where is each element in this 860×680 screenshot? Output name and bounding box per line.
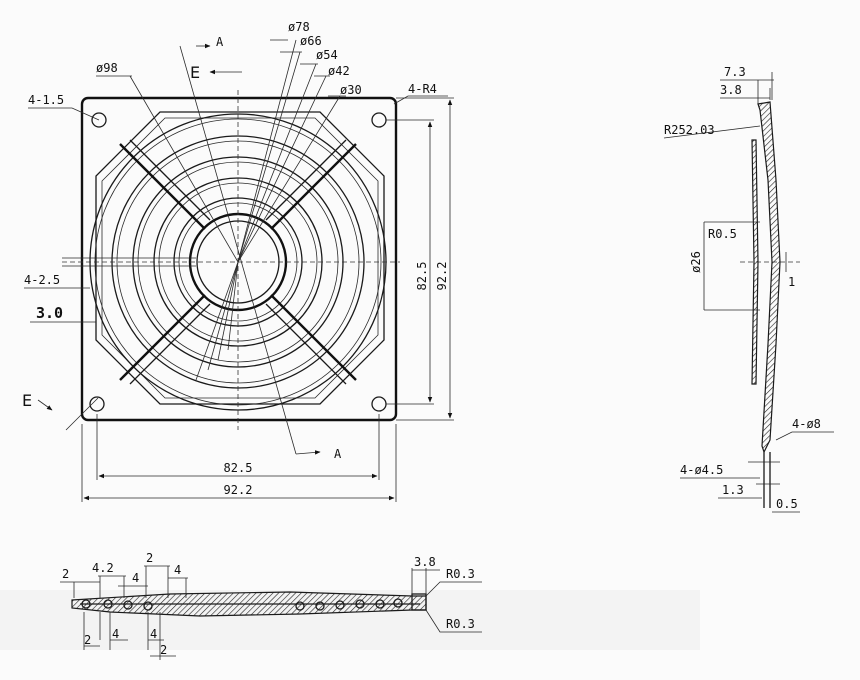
dim-hole-pitch-horizontal: 82.5 [224, 461, 253, 475]
section-a-top: A [216, 35, 224, 49]
sec-dim-4a: 4 [132, 571, 139, 585]
sec-dim-4d: 4 [150, 627, 157, 641]
diameter-leaders [96, 39, 346, 381]
dim-side-top-outer: 7.3 [724, 65, 746, 79]
hole-top-right [371, 112, 387, 128]
diameter-label-54: ø54 [316, 48, 338, 62]
frame-octagon [95, 111, 385, 405]
diameter-label-98: ø98 [96, 61, 118, 75]
sec-dim-4c: 4 [112, 627, 119, 641]
sec-radius-bottom: R0.3 [446, 617, 475, 631]
side-view: 7.3 3.8 R252.03 R0.5 ø26 1 4-ø8 4-ø4.5 1… [663, 65, 834, 513]
sec-dim-2c: 2 [84, 633, 91, 647]
sec-dim-38: 3.8 [414, 555, 436, 569]
diameter-label-30: ø30 [340, 83, 362, 97]
dim-overall-horizontal: 92.2 [224, 483, 253, 497]
side-dim-bottom-right: 0.5 [776, 497, 798, 511]
hole-top-left [91, 112, 107, 128]
side-dim-bottom-left: 1.3 [722, 483, 744, 497]
sec-dim-4b: 4 [174, 563, 181, 577]
rib-callout: 4-2.5 [24, 273, 60, 287]
dim-side-top-inner: 3.8 [720, 83, 742, 97]
section-a-bottom: A [334, 447, 342, 461]
hole-callout: 4-1.5 [28, 93, 64, 107]
side-hole-inner: 4-ø4.5 [680, 463, 723, 477]
mounting-holes [89, 112, 387, 412]
diameter-label-42: ø42 [328, 64, 350, 78]
sec-dim-2b: 2 [146, 551, 153, 565]
front-view: A A E E ø78 ø66 ø54 ø42 ø30 ø98 4-1.5 4-… [22, 20, 454, 502]
dim-hole-pitch-vertical: 82.5 [415, 262, 429, 291]
corner-radius-callout: 4-R4 [408, 82, 437, 96]
section-e-top: E [190, 63, 200, 82]
section-holes [81, 598, 403, 611]
dim-overall-vertical: 92.2 [435, 262, 449, 291]
side-profile [757, 101, 781, 454]
guard-spokes [119, 139, 357, 385]
side-radius-callout: R252.03 [664, 123, 715, 137]
side-hub-diameter: ø26 [689, 251, 703, 273]
frame-outer [80, 96, 398, 422]
section-view: 2 4.2 4 2 4 3.8 R0.3 R0.3 2 4 4 2 [0, 551, 700, 660]
sec-dim-2a: 2 [62, 567, 69, 581]
sec-dim-42: 4.2 [92, 561, 114, 575]
hole-bottom-right [371, 396, 387, 412]
sec-radius-top: R0.3 [446, 567, 475, 581]
sec-dim-2d: 2 [160, 643, 167, 657]
diameter-label-66: ø66 [300, 34, 322, 48]
side-center-radius: R0.5 [708, 227, 737, 241]
diameter-label-78: ø78 [288, 20, 310, 34]
hole-bottom-left [89, 396, 105, 412]
side-center-mark: 1 [788, 275, 795, 289]
thickness-note: 3.0 [36, 304, 63, 322]
section-e-bottom: E [22, 391, 32, 410]
side-hole-outer: 4-ø8 [792, 417, 821, 431]
